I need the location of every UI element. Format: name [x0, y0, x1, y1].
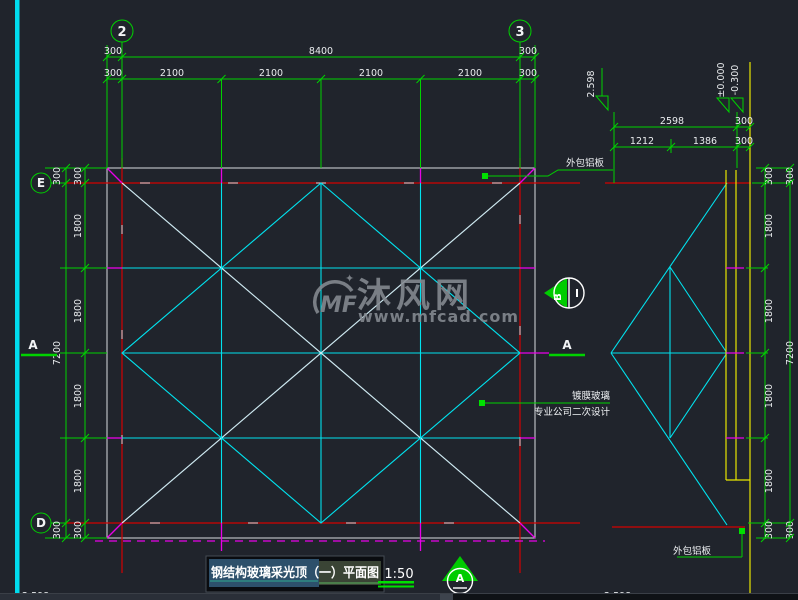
level-text: ±0.000: [716, 62, 727, 97]
level-flag-icon: [715, 97, 730, 114]
annotations: 外包铝板 镀膜玻璃 专业公司二次设计 外包铝板: [479, 157, 745, 558]
level-flag-icon: [594, 95, 609, 112]
view-marker-triangle-icon: [544, 278, 567, 308]
title-block: 钢结构玻璃采光顶（一）平面图 1:50: [205, 555, 414, 593]
dim-text: 1800: [764, 214, 775, 238]
dim-text: 300: [764, 521, 775, 539]
right-dimensions: 300 1800 1800 1800 1800 300 300 7200 300: [746, 167, 796, 539]
dim-text: 300: [52, 521, 63, 539]
dim-text: 300: [785, 167, 796, 185]
watermark-mf: MF: [320, 293, 357, 318]
dim-text: 8400: [309, 46, 333, 57]
annotation-alum-top: 外包铝板: [566, 157, 605, 169]
side-top-dimensions: 2598 300 1212 1386 300 2.598 ±0.000 -0.3…: [586, 62, 753, 183]
level-flag-icon: [729, 97, 744, 114]
level-text: -0.300: [730, 65, 741, 96]
dim-text: 2100: [359, 68, 383, 79]
top-dimensions: 2 3 300 8400 300 300 2100 2100 2100 2100…: [104, 19, 537, 168]
dim-text: 7200: [52, 341, 63, 365]
scrollbar-thumb[interactable]: [0, 594, 440, 600]
title-selection-highlight-2: [319, 561, 381, 585]
axis-label-E: E: [37, 176, 45, 190]
dim-text: 300: [52, 167, 63, 185]
dim-text: 300: [764, 167, 775, 185]
section-label-right: A: [562, 338, 572, 352]
drawing-scale: 1:50: [384, 567, 413, 582]
dim-text: 1386: [693, 136, 717, 147]
view-marker-letter: B: [553, 293, 564, 301]
dim-text: 1212: [630, 136, 654, 147]
leader-dot: [482, 173, 488, 179]
annotation-alum-bottom: 外包铝板: [673, 545, 712, 557]
dimension-ticks: [61, 52, 795, 543]
plan-view: [66, 158, 580, 573]
leader-dot: [479, 400, 485, 406]
dim-text: 300: [104, 68, 122, 79]
title-selection-highlight: [209, 559, 319, 587]
horizontal-scrollbar[interactable]: [0, 593, 798, 600]
detail-marker-letter: A: [456, 572, 465, 585]
dim-text: 300: [104, 46, 122, 57]
watermark: MF ✦ 沐风网 www.mfcad.com: [313, 272, 519, 326]
section-label-left: A: [28, 338, 38, 352]
axis-label-2: 2: [117, 25, 126, 40]
dim-text: 1800: [73, 214, 84, 238]
dim-text: 300: [73, 167, 84, 185]
dim-text: 300: [785, 521, 796, 539]
dim-text: 1800: [764, 469, 775, 493]
dim-text: 1800: [73, 299, 84, 323]
level-text: 2.598: [586, 70, 597, 97]
axis-label-3: 3: [515, 25, 524, 40]
dim-text: 300: [519, 46, 537, 57]
annotation-glass-2: 专业公司二次设计: [534, 406, 611, 418]
dim-text: 7200: [785, 341, 796, 365]
dim-text: 1800: [73, 469, 84, 493]
drawing-title[interactable]: 钢结构玻璃采光顶（一）平面图: [211, 565, 379, 581]
view-marker: B A: [544, 277, 585, 357]
side-view: [605, 62, 751, 593]
dim-text: 1800: [73, 384, 84, 408]
dim-text: 300: [735, 116, 753, 127]
dim-text: 300: [735, 136, 753, 147]
watermark-url: www.mfcad.com: [358, 307, 519, 326]
svg-text:✦: ✦: [345, 272, 354, 285]
dim-text: 300: [519, 68, 537, 79]
scrollbar-notch[interactable]: [440, 594, 453, 600]
annotation-glass-1: 镀膜玻璃: [572, 390, 610, 402]
dim-text: 2100: [160, 68, 184, 79]
dim-text: 1800: [764, 384, 775, 408]
dim-text: 2598: [660, 116, 684, 127]
watermark-name: 沐风网: [357, 276, 474, 316]
left-dimensions: E D 300 7200 300 300 1800 1800 1800 1800…: [21, 167, 107, 539]
axis-label-D: D: [36, 516, 46, 530]
dim-text: 300: [73, 521, 84, 539]
dim-text: 2100: [458, 68, 482, 79]
detail-marker: A: [442, 556, 478, 595]
leader-dot: [739, 528, 745, 534]
dim-text: 1800: [764, 299, 775, 323]
left-edge-bar: [15, 0, 20, 593]
dim-text: 2100: [259, 68, 283, 79]
